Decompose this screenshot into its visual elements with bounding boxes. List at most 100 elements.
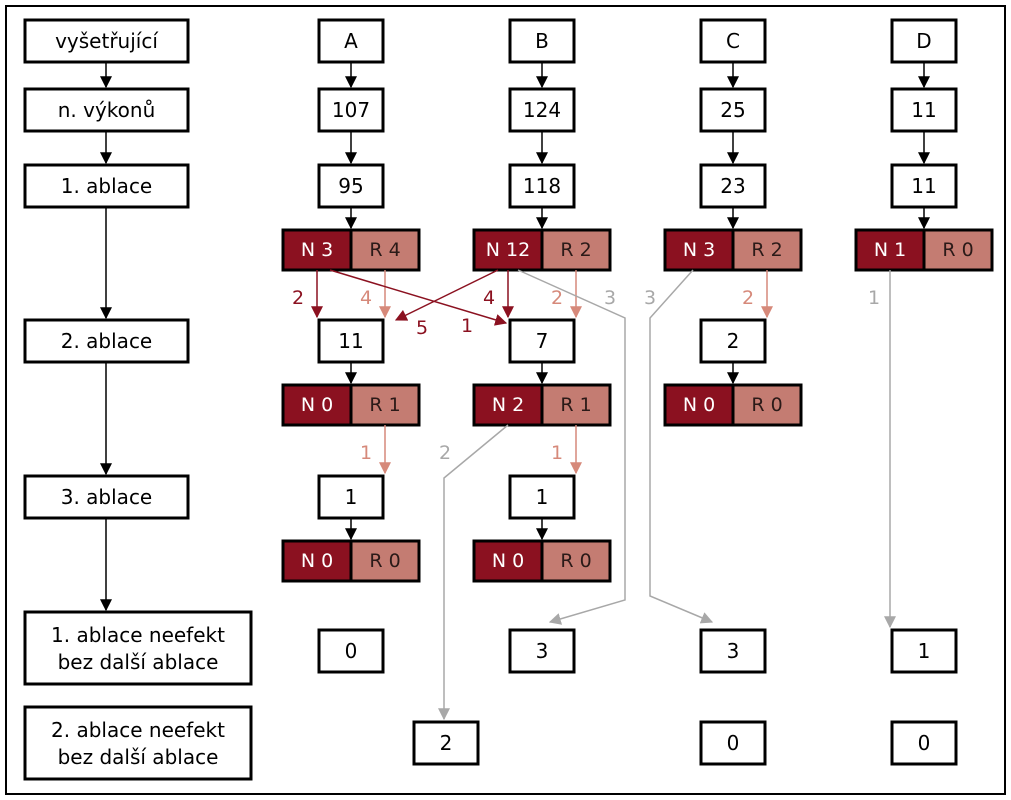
column-a-nr1-r: R 4 — [349, 228, 421, 272]
svg-text:R 1: R 1 — [560, 394, 591, 416]
column-a-nr2-r: R 1 — [349, 383, 421, 427]
svg-text:N 0: N 0 — [301, 550, 333, 572]
svg-text:124: 124 — [523, 98, 561, 122]
svg-text:11: 11 — [911, 98, 936, 122]
column-d-procedures: 11 — [890, 87, 958, 133]
column-a-nr2: N 0 R 1 — [281, 383, 421, 427]
column-a-nr3-r: R 0 — [349, 539, 421, 583]
column-b-nr2-n: N 2 — [472, 383, 544, 427]
column-a-ablation-2: 11 — [317, 318, 385, 364]
svg-text:11: 11 — [911, 174, 936, 198]
svg-text:2: 2 — [440, 731, 453, 755]
svg-text:N 0: N 0 — [492, 550, 524, 572]
svg-text:B: B — [535, 29, 549, 53]
svg-text:1: 1 — [918, 639, 931, 663]
edge-b2-n-to-b-ineffective2 — [438, 424, 509, 721]
column-b-nr1-r: R 2 — [540, 228, 612, 272]
svg-text:R 0: R 0 — [369, 550, 400, 572]
column-b-nr3-r: R 0 — [540, 539, 612, 583]
column-b-nr1: N 12 R 2 — [472, 228, 612, 272]
svg-text:3. ablace: 3. ablace — [61, 485, 153, 509]
svg-text:1. ablace neefekt: 1. ablace neefekt — [51, 623, 225, 647]
svg-text:R 1: R 1 — [369, 394, 400, 416]
svg-text:11: 11 — [338, 329, 363, 353]
svg-text:N 1: N 1 — [874, 239, 906, 261]
label-ineffective-1: 1. ablace neefekt bez další ablace — [23, 610, 253, 686]
column-a-nr1-n: N 3 — [281, 228, 353, 272]
svg-text:2. ablace neefekt: 2. ablace neefekt — [51, 718, 225, 742]
svg-text:1: 1 — [345, 485, 358, 509]
edge-label-c-r-to-c2: 2 — [742, 287, 754, 309]
svg-text:C: C — [726, 29, 740, 53]
column-c-nr1: N 3 R 2 — [663, 228, 803, 272]
edge-b-n-to-a2 — [394, 269, 499, 321]
column-b-nr3-n: N 0 — [472, 539, 544, 583]
column-a-header: A — [317, 18, 385, 64]
svg-text:0: 0 — [727, 731, 740, 755]
svg-text:N 0: N 0 — [683, 394, 715, 416]
svg-text:n. výkonů: n. výkonů — [58, 98, 156, 122]
svg-text:1: 1 — [536, 485, 549, 509]
column-c-ablation-2: 2 — [699, 318, 767, 364]
edge-label-c-to-c-ineffective1: 3 — [644, 287, 656, 309]
svg-text:0: 0 — [345, 639, 358, 663]
svg-text:25: 25 — [720, 98, 745, 122]
svg-text:118: 118 — [523, 174, 561, 198]
column-d-ineffective-2: 0 — [890, 720, 958, 766]
svg-text:N 0: N 0 — [301, 394, 333, 416]
column-b-ablation-1: 118 — [508, 163, 576, 209]
svg-text:23: 23 — [720, 174, 745, 198]
column-d-nr1: N 1 R 0 — [854, 228, 994, 272]
edge-c-to-c-ineffective1 — [649, 269, 714, 624]
column-b-nr2: N 2 R 1 — [472, 383, 612, 427]
column-a-nr2-n: N 0 — [281, 383, 353, 427]
column-c-nr1-n: N 3 — [663, 228, 735, 272]
column-a-ablation-1: 95 — [317, 163, 385, 209]
column-d-ineffective-1: 1 — [890, 628, 958, 674]
edge-label-a-r-to-a2: 4 — [360, 287, 372, 309]
column-d-header: D — [890, 18, 958, 64]
edge-label-b-to-b-ineffective1: 3 — [604, 287, 616, 309]
column-a-ineffective-1: 0 — [317, 628, 385, 674]
column-a-procedures: 107 — [317, 87, 385, 133]
svg-text:R 4: R 4 — [369, 239, 400, 261]
column-c-ineffective-1: 3 — [699, 628, 767, 674]
edge-label-b-r-to-b2: 2 — [551, 287, 563, 309]
edge-label-b2-n-to-b-ineffective2: 2 — [439, 442, 451, 464]
column-a-ablation-3: 1 — [317, 474, 385, 520]
column-b-ineffective-2: 2 — [412, 720, 480, 766]
edge-label-a-n-to-b2: 1 — [461, 315, 473, 337]
column-a-nr1: N 3 R 4 — [281, 228, 421, 272]
label-procedures: n. výkonů — [23, 87, 190, 133]
svg-text:3: 3 — [727, 639, 740, 663]
edge-label-b2-r-to-b3: 1 — [551, 442, 563, 464]
edge-a-n-to-b2 — [329, 269, 508, 326]
label-ablation-1: 1. ablace — [23, 163, 190, 209]
label-examiner: vyšetřující — [23, 18, 190, 64]
svg-text:R 0: R 0 — [942, 239, 973, 261]
svg-text:107: 107 — [332, 98, 370, 122]
edge-b-to-b-ineffective1 — [517, 269, 626, 625]
svg-text:R 0: R 0 — [560, 550, 591, 572]
edge-label-d-to-d-ineffective1: 1 — [868, 287, 880, 309]
svg-text:bez další ablace: bez další ablace — [58, 745, 219, 769]
svg-text:R 2: R 2 — [751, 239, 782, 261]
svg-text:1. ablace: 1. ablace — [61, 174, 153, 198]
label-ablation-3: 3. ablace — [23, 474, 190, 520]
column-b-nr2-r: R 1 — [540, 383, 612, 427]
svg-text:2. ablace: 2. ablace — [61, 329, 153, 353]
edge-label-a-n-to-a2: 2 — [292, 287, 304, 309]
column-d-nr1-r: R 0 — [922, 228, 994, 272]
svg-text:R 2: R 2 — [560, 239, 591, 261]
label-ablation-2: 2. ablace — [23, 318, 190, 364]
svg-text:N 3: N 3 — [301, 239, 333, 261]
column-b-nr3: N 0 R 0 — [472, 539, 612, 583]
svg-text:0: 0 — [918, 731, 931, 755]
column-b-ineffective-1: 3 — [508, 628, 576, 674]
edge-label-b-n-to-b2: 4 — [483, 287, 495, 309]
svg-text:N 3: N 3 — [683, 239, 715, 261]
column-c-procedures: 25 — [699, 87, 767, 133]
label-ineffective-2: 2. ablace neefekt bez další ablace — [23, 705, 253, 781]
column-b-ablation-3: 1 — [508, 474, 576, 520]
